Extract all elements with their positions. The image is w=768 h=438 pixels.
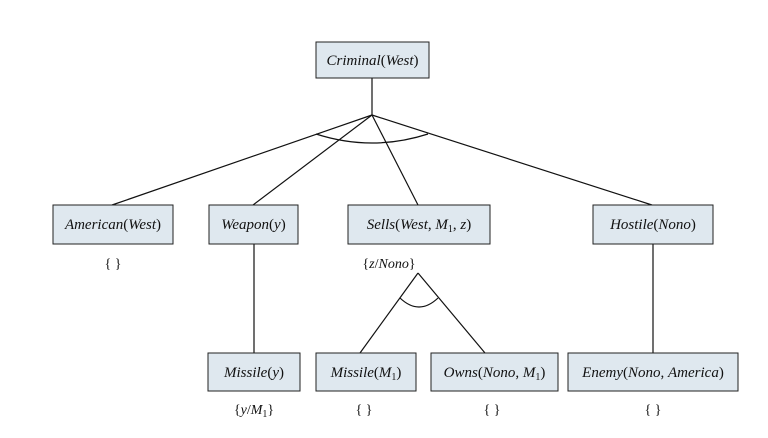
svg-text:Enemy(Nono, America): Enemy(Nono, America) — [581, 365, 724, 381]
svg-text:American(West): American(West) — [64, 217, 161, 233]
svg-text:Sells(West, M1, z): Sells(West, M1, z) — [367, 217, 471, 235]
node-hostile-nono: Hostile(Nono) — [592, 204, 714, 245]
node-criminal-west: Criminal(West) — [315, 41, 430, 79]
node-enemy-nono-america: Enemy(Nono, America) — [567, 352, 739, 392]
svg-text:Hostile(Nono): Hostile(Nono) — [609, 217, 696, 233]
node-missile-m1: Missile(M1) — [315, 352, 417, 392]
edge-sells-owns — [417, 272, 486, 354]
svg-text:Owns(Nono, M1): Owns(Nono, M1) — [444, 365, 546, 383]
edge-root-hostile — [371, 114, 653, 206]
binding-owns: { } — [484, 403, 501, 418]
edge-root-weapon — [252, 114, 373, 206]
binding-missile-y: {y/M1} — [234, 403, 274, 420]
svg-text:Missile(M1): Missile(M1) — [330, 365, 402, 383]
svg-text:Criminal(West): Criminal(West) — [327, 53, 419, 69]
node-owns-nono-m1: Owns(Nono, M1) — [430, 352, 559, 392]
edge-sells-missile-m1 — [359, 272, 419, 354]
edge-root-sells — [371, 114, 419, 206]
and-arc-root — [315, 133, 429, 144]
svg-text:Weapon(y): Weapon(y) — [221, 217, 285, 233]
binding-enemy: { } — [645, 403, 662, 418]
svg-text:Missile(y): Missile(y) — [223, 365, 284, 381]
node-weapon-y: Weapon(y) — [208, 204, 299, 245]
and-arc-sells — [399, 297, 439, 308]
binding-american: { } — [105, 257, 122, 272]
edge-root-american — [111, 114, 373, 206]
node-sells-west-m1-z: Sells(West, M1, z) — [347, 204, 491, 245]
tree-edges — [111, 78, 654, 354]
node-american-west: American(West) — [52, 204, 174, 245]
node-missile-y: Missile(y) — [207, 352, 301, 392]
binding-missile-m1: { } — [356, 403, 373, 418]
binding-sells: {z/Nono} — [362, 257, 415, 272]
